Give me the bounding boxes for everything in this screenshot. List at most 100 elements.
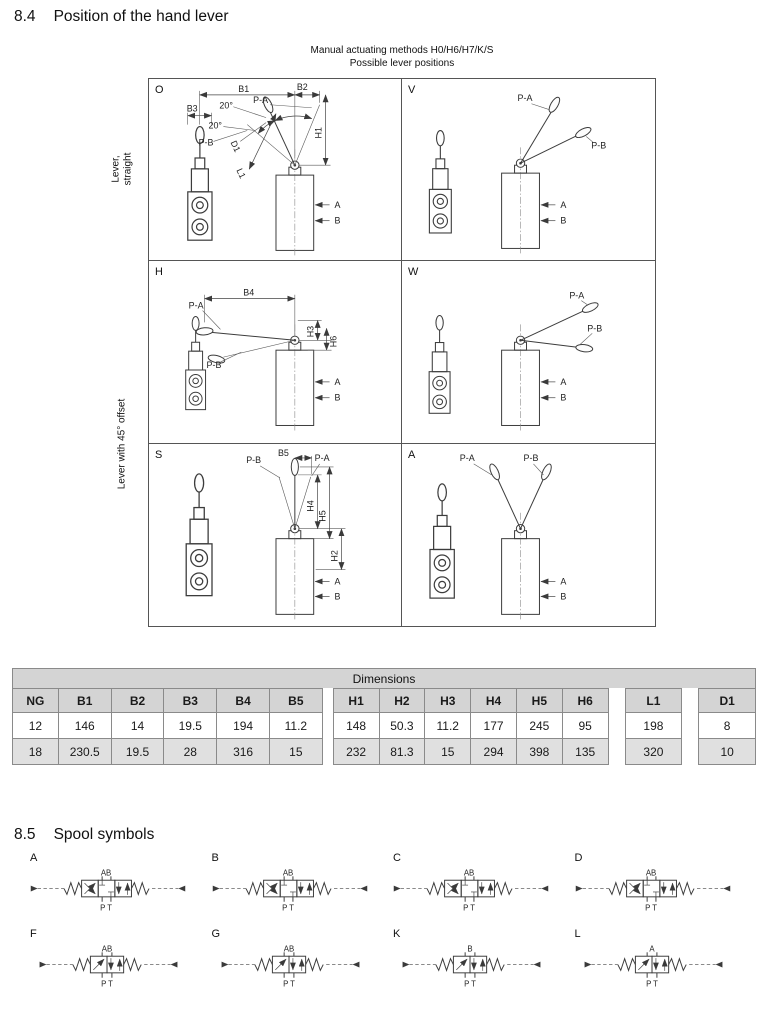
lever-arm [487, 461, 554, 529]
figure-caption-line2: Possible lever positions [349, 58, 455, 69]
spool-bottom-label: P T [282, 904, 294, 913]
row-label-lever-straight-line1: Lever, [110, 155, 122, 183]
table-row: 18 230.5 19.5 28 316 15 [12, 738, 323, 765]
leader-lines [580, 300, 593, 345]
cell: 148 [332, 712, 380, 739]
lever-cell-A: A P-A P-B [402, 444, 655, 626]
cell: 15 [424, 738, 472, 765]
port-label-a: A [335, 576, 341, 586]
lever-diagram-A: A P-A P-B [408, 449, 566, 620]
label-pb: P-B [591, 140, 606, 150]
cell: 398 [515, 738, 563, 765]
dim-label-b1: B1 [238, 84, 249, 94]
spool-symbol-A: A AB P T [20, 852, 202, 914]
spool-letter: A [30, 852, 38, 864]
lever-diagram-O: O [155, 82, 341, 256]
table-row: 232 81.3 15 294 398 135 [332, 738, 609, 765]
section-8-4-number: 8.4 [14, 8, 36, 25]
dim-label-b5: B5 [278, 448, 289, 458]
table-row: 198 [624, 712, 683, 739]
table-header-row: L1 [624, 688, 683, 713]
cell: 18 [12, 738, 59, 765]
dim-label-h6: H6 [329, 336, 339, 347]
label-pb: P-B [587, 324, 602, 334]
lever-diagram-S: S [155, 448, 346, 620]
cell: 232 [332, 738, 380, 765]
spool-bottom-label: P T [100, 904, 112, 913]
spool-top-label: AB [101, 868, 111, 877]
table-gap [682, 688, 698, 765]
dimensions-group-h: H1 H2 H3 H4 H5 H6 148 50.3 11.2 177 245 … [332, 688, 609, 765]
port-label-b: B [560, 216, 566, 226]
spool-symbol-K: K B P T [383, 928, 565, 990]
table-row: 10 [698, 738, 756, 765]
port-label-b: B [335, 393, 341, 403]
table-row: 148 50.3 11.2 177 245 95 [332, 712, 609, 739]
spool-letter: L [574, 928, 581, 940]
dimensions-table-title: Dimensions [12, 668, 756, 688]
spool-symbol-B: B AB P T [202, 852, 384, 914]
port-arrows [314, 578, 330, 600]
port-label-b: B [560, 393, 566, 403]
figure-caption: Manual actuating methods H0/H6/H7/K/S Po… [148, 44, 656, 70]
lever-position-figure: O [148, 78, 656, 627]
spool-bottom-label: P T [645, 904, 657, 913]
figure-caption-line1: Manual actuating methods H0/H6/H7/K/S [310, 45, 494, 56]
dimension-lines [202, 295, 332, 363]
col-header-h1: H1 [332, 688, 380, 713]
spool-drawing: AB P T [20, 868, 196, 913]
port-label-a: A [560, 200, 566, 210]
label-pb: P-B [524, 453, 539, 463]
dimensions-group-l: L1 198 320 [624, 688, 683, 765]
label-pa: P-A [460, 453, 475, 463]
valve-front-view [185, 472, 213, 596]
label-pb: P-B [246, 455, 261, 465]
label-pb: P-B [207, 360, 222, 370]
dim-label-l1: L1 [234, 167, 247, 180]
port-label-a: A [335, 377, 341, 387]
cell: 177 [470, 712, 517, 739]
spool-bottom-label: P T [646, 980, 658, 989]
valve-front-view [429, 482, 455, 599]
dimension-lines [259, 454, 346, 570]
cell: 95 [561, 712, 609, 739]
port-arrows [314, 201, 330, 224]
cell-id-label: O [155, 84, 163, 96]
port-label-a: A [560, 377, 566, 387]
label-pa: P-A [253, 95, 268, 105]
dimensions-table-body: NG B1 B2 B3 B4 B5 12 146 14 19.5 194 11.… [12, 688, 756, 765]
leader-lines [473, 463, 544, 475]
spool-symbol-C: C AB P T [383, 852, 565, 914]
cell-id-label: S [155, 449, 162, 461]
spool-bottom-label: P T [464, 980, 476, 989]
table-row: 12 146 14 19.5 194 11.2 [12, 712, 323, 739]
section-8-5-title: Spool symbols [53, 826, 155, 843]
spool-letter: B [211, 852, 219, 864]
col-header-ng: NG [12, 688, 59, 713]
spool-top-label: AB [645, 868, 655, 877]
spool-drawing: AB P T [565, 868, 741, 913]
cell: 294 [470, 738, 517, 765]
spool-symbol-D: D AB P T [565, 852, 747, 914]
label-pa: P-A [518, 93, 533, 103]
row-label-lever-offset: Lever with 45° offset [116, 399, 128, 490]
section-8-4-title: Position of the hand lever [53, 8, 229, 25]
spool-drawing: A P T [565, 944, 741, 989]
port-label-b: B [560, 591, 566, 601]
spool-letter: D [574, 852, 583, 864]
row-label-lever-straight: Lever, straight [111, 153, 134, 186]
cell: 146 [57, 712, 112, 739]
dim-label-h5: H5 [318, 510, 328, 521]
port-label-a: A [335, 200, 341, 210]
leader-lines [531, 103, 594, 143]
col-header-h3: H3 [424, 688, 472, 713]
col-header-b1: B1 [57, 688, 112, 713]
cell-id-label: A [408, 449, 416, 461]
cell: 12 [12, 712, 59, 739]
dim-label-h2: H2 [330, 550, 340, 561]
port-arrows [540, 201, 556, 224]
cell: 11.2 [424, 712, 472, 739]
col-header-b5: B5 [268, 688, 323, 713]
spool-top-label: B [467, 944, 472, 953]
cell-id-label: V [408, 84, 416, 96]
